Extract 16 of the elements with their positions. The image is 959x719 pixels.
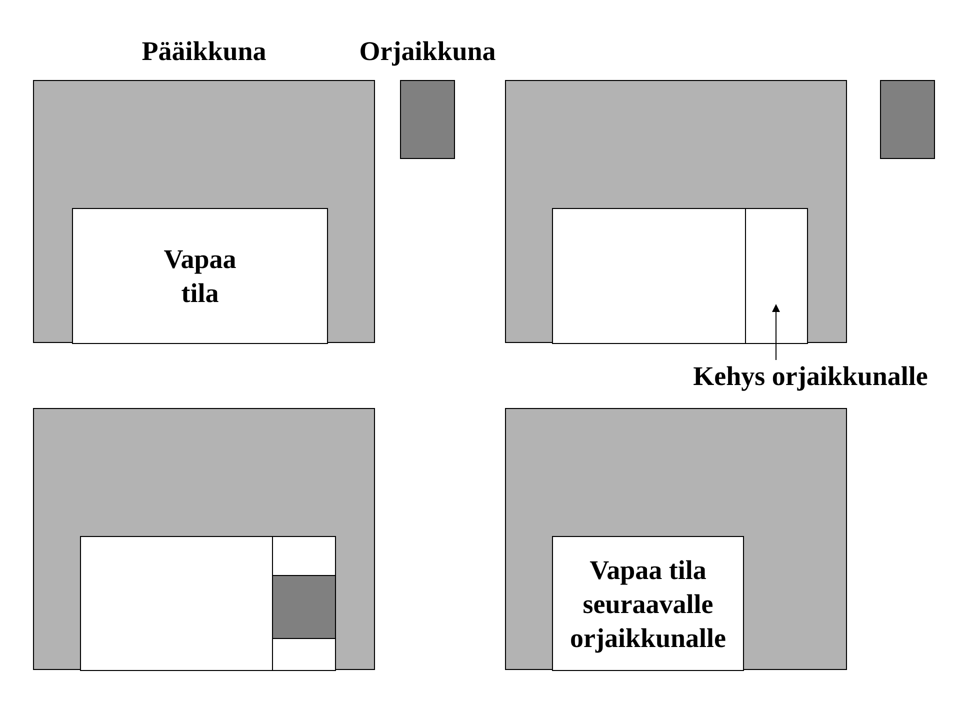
slave-window-box [880, 80, 935, 159]
main-window-box [33, 408, 375, 670]
main-window-box [505, 408, 847, 670]
area-label: Vapaa tila seuraavalle orjaikkunalle [568, 554, 728, 654]
free-space-box [552, 208, 808, 344]
leader-line [772, 304, 780, 360]
main-window-box [505, 80, 847, 343]
area-label: Vapaa tila [162, 243, 238, 310]
window-title: Pääikkuna [142, 35, 266, 68]
window-title: Orjaikkuna [359, 35, 496, 68]
slave-window-box [272, 575, 336, 639]
callout-text: Kehys orjaikkunalle [692, 360, 929, 393]
free-space-box [72, 208, 328, 344]
free-space-box [552, 536, 744, 671]
free-space-box [80, 536, 336, 671]
frame-box [272, 536, 336, 671]
